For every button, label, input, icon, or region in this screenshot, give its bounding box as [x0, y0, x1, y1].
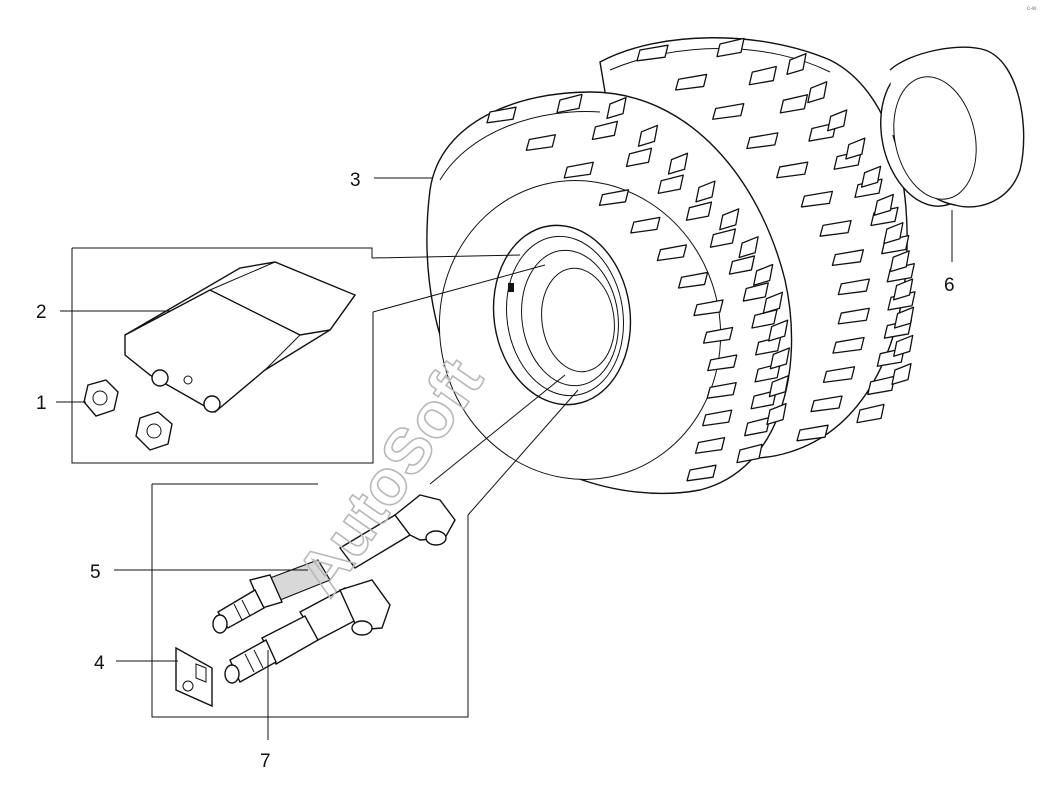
tread-lug [556, 93, 583, 114]
tread-lug [702, 326, 734, 344]
tread-lug [807, 81, 828, 104]
tread-lug [867, 375, 896, 396]
tread-lug [796, 424, 829, 442]
leader-lines [56, 177, 953, 740]
tread-lug [738, 236, 759, 259]
part-2-wheel-weight [124, 261, 357, 413]
tread-lug [667, 152, 689, 175]
tread-lug [728, 255, 756, 275]
tread-lug [837, 278, 870, 296]
tread-lug [707, 354, 738, 372]
tread-lug [810, 395, 843, 413]
rim-marker [508, 283, 514, 292]
tread-lug [779, 94, 809, 114]
tread-lug [742, 282, 769, 302]
tread-lug [702, 409, 733, 427]
tread-lug [819, 219, 852, 237]
tread-lug [677, 271, 709, 289]
tread-lug [630, 216, 661, 234]
tread-lug [657, 174, 684, 195]
tread-lug [656, 244, 688, 262]
tread-lug [827, 109, 848, 132]
rear-tyre-tread [636, 37, 916, 442]
tread-lug [889, 250, 910, 273]
part-4-valve-clip [175, 646, 213, 708]
tread-lug [525, 134, 556, 151]
tread-lug [832, 336, 865, 354]
part-6-sleeve [880, 46, 1025, 208]
part-5-valve-upper [212, 559, 331, 634]
front-tyre-tread [486, 93, 790, 482]
tread-lug [563, 161, 594, 179]
tread-lug [883, 222, 904, 245]
tread-lug [716, 37, 745, 58]
tread-lug [845, 137, 866, 160]
tread-lug [800, 190, 834, 208]
tread-lug [769, 347, 790, 370]
tread-lug [753, 263, 774, 286]
tread-lug [786, 52, 807, 76]
angled-valve-upper [338, 494, 456, 569]
tread-lug [606, 96, 627, 120]
tread-lug [674, 73, 708, 91]
tread-lug [748, 65, 777, 86]
tread-lug [766, 402, 787, 426]
tread-lug [776, 161, 809, 179]
tread-lug [873, 193, 894, 216]
tread-lug [768, 375, 790, 398]
tread-lug [892, 278, 914, 301]
tread-lug [686, 464, 717, 482]
tread-lug [762, 291, 784, 314]
tread-lug [736, 443, 763, 464]
tread-lug [712, 103, 745, 120]
tread-lug [693, 299, 724, 317]
tread-lug [768, 319, 789, 342]
tread-lug [860, 165, 882, 188]
tread-lug [598, 189, 630, 207]
tread-lug [831, 249, 865, 267]
tread-lug [637, 124, 659, 147]
callout-5: 5 [90, 562, 101, 583]
callout-2: 2 [36, 302, 47, 323]
callout-4: 4 [94, 653, 105, 674]
tread-lug [744, 416, 771, 437]
callout-3: 3 [350, 170, 361, 191]
tread-lug [486, 106, 517, 124]
part-7-valve-lower [224, 579, 391, 684]
part-1-nut-a [83, 379, 119, 417]
inset-box-parts-1-2 [71, 247, 546, 464]
watermark: AutoSoft [282, 345, 496, 608]
inset-box-parts-4-5-7 [151, 374, 579, 718]
callout-1: 1 [36, 393, 47, 414]
tread-lug [636, 44, 669, 62]
tread-lug [837, 307, 870, 325]
tread-lug [694, 437, 726, 454]
tread-lug [856, 403, 885, 424]
tread-lug [625, 147, 653, 168]
callout-7: 7 [260, 751, 271, 772]
corner-mark: c-w [1027, 6, 1037, 12]
tread-lug [706, 381, 737, 399]
tread-lug [685, 201, 713, 221]
tread-lug [709, 228, 737, 248]
tread-lug [891, 362, 912, 386]
tread-lug [893, 306, 915, 329]
wheel-rim [492, 224, 632, 406]
tread-lug [822, 366, 856, 383]
tread-lug [591, 120, 619, 141]
callout-6: 6 [944, 275, 955, 296]
tread-lug [746, 132, 779, 150]
tread-lug [719, 208, 740, 231]
tread-lug [695, 180, 716, 203]
part-1-nut-b [135, 411, 173, 451]
tread-lug [893, 334, 914, 357]
